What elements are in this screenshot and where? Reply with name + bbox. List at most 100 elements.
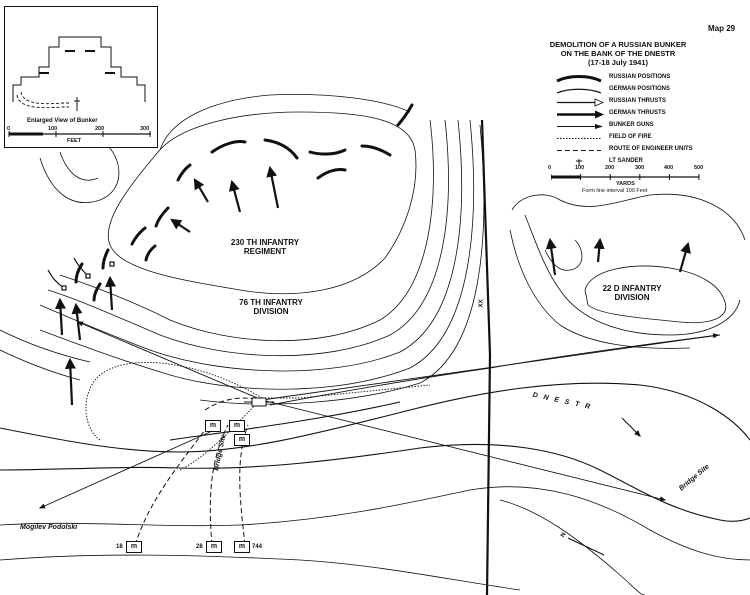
gun-line-sw bbox=[38, 431, 211, 509]
contour-right-3 bbox=[509, 229, 691, 349]
contour-10 bbox=[159, 93, 411, 151]
de-thrust-3 bbox=[193, 178, 209, 203]
legend-field-of-fire: Field of Fire bbox=[553, 134, 713, 143]
ru-pos-8 bbox=[154, 206, 170, 228]
contour-3 bbox=[39, 119, 463, 372]
engineer-route-1 bbox=[134, 429, 206, 546]
dnestr-river bbox=[0, 382, 750, 522]
title-line-2: ON THE BANK OF THE DNESTR bbox=[560, 49, 676, 58]
de-post-2 bbox=[85, 273, 91, 279]
bunker-unit-box-2: m bbox=[229, 420, 245, 432]
label-division-boundary: XX bbox=[478, 299, 485, 308]
unit-number: 744 bbox=[252, 544, 263, 550]
bunker-gun-lines bbox=[38, 321, 720, 509]
river-south-bank bbox=[0, 443, 750, 522]
contour-right-inner bbox=[584, 265, 727, 324]
south-contour-1 bbox=[0, 486, 750, 561]
inset-caption: Enlarged View of Bunker bbox=[27, 118, 98, 124]
de-thrust-11 bbox=[678, 241, 691, 273]
inset-tick-0: 0 bbox=[7, 126, 11, 132]
scale-tick-400: 400 bbox=[664, 165, 674, 171]
de-thrust-10 bbox=[593, 237, 605, 263]
legend-german-thrusts: German Thrusts bbox=[553, 110, 713, 119]
main-scale-bar: 0 100 200 300 400 500 YARDS Form line in… bbox=[548, 165, 708, 202]
unit-number: 28 bbox=[196, 544, 203, 550]
contour-5 bbox=[199, 124, 485, 405]
legend-lt-sander: Lt Sander bbox=[553, 158, 713, 167]
label-230-regiment: 230 th INFANTRY REGIMENT bbox=[230, 238, 300, 257]
de-thrust-8 bbox=[64, 357, 76, 406]
legend-label: Route of Engineer Units bbox=[609, 146, 693, 152]
scale-unit: YARDS bbox=[616, 181, 635, 187]
legend-german-positions: German Positions bbox=[553, 86, 713, 95]
legend-label: Bunker Guns bbox=[609, 122, 654, 128]
scale-note: Form line interval 100 Feet bbox=[582, 188, 648, 194]
bunker-inset: Enlarged View of Bunker 0 100 200 300 FE… bbox=[4, 6, 158, 148]
inset-tick-300: 300 bbox=[140, 126, 150, 132]
ru-pos-9 bbox=[130, 226, 147, 246]
contour-6 bbox=[0, 329, 91, 363]
de-thrust-6 bbox=[71, 302, 83, 341]
legend-label: German Thrusts bbox=[609, 110, 666, 116]
contour-right-hill bbox=[509, 193, 746, 349]
division-boundary-line bbox=[480, 119, 492, 595]
contour-right-2 bbox=[524, 214, 741, 336]
german-positions bbox=[47, 257, 115, 291]
bunker-symbol bbox=[244, 397, 274, 407]
contour-hill-top bbox=[107, 111, 417, 295]
inset-tick-100: 100 bbox=[48, 126, 58, 132]
scale-tick-300: 300 bbox=[635, 165, 645, 171]
title-line-1: DEMOLITION OF A RUSSIAN BUNKER bbox=[549, 40, 687, 49]
inset-drawing bbox=[8, 36, 151, 137]
contour-8 bbox=[39, 139, 120, 203]
contour-right-1 bbox=[511, 193, 746, 241]
legend-label: Field of Fire bbox=[609, 134, 652, 140]
unit-symbol: m bbox=[206, 541, 222, 553]
gun-line-w bbox=[76, 321, 263, 401]
unit-symbol: m bbox=[126, 541, 142, 553]
legend-swatch-german-thrusts bbox=[557, 110, 604, 119]
legend-swatch-field-of-fire bbox=[557, 138, 601, 139]
ru-pos-6 bbox=[316, 168, 347, 180]
ru-pos-10 bbox=[144, 244, 157, 262]
scale-bar-graphic bbox=[551, 174, 700, 180]
bunker-unit-box-3: m bbox=[234, 434, 250, 446]
bunker-unit-box-1: m bbox=[205, 420, 221, 432]
gun-line-e bbox=[261, 333, 720, 401]
map-title: DEMOLITION OF A RUSSIAN BUNKER ON THE BA… bbox=[548, 40, 688, 67]
ru-pos-13 bbox=[92, 282, 102, 302]
bunker-body bbox=[251, 397, 267, 407]
scale-tick-100: 100 bbox=[575, 165, 585, 171]
de-thrust-5 bbox=[105, 275, 117, 311]
contour-9 bbox=[59, 151, 99, 181]
unit-symbol: m bbox=[234, 541, 250, 553]
contour-7 bbox=[0, 349, 81, 381]
ru-pos-4 bbox=[360, 144, 392, 157]
label-76-division: 76 th INFANTRY DIVISION bbox=[239, 298, 303, 317]
de-post-3 bbox=[109, 261, 115, 267]
contour-lines bbox=[0, 93, 485, 405]
legend-swatch-german-positions bbox=[556, 88, 602, 94]
legend-swatch-lt-sander bbox=[576, 159, 582, 166]
south-contours bbox=[0, 486, 750, 595]
scale-tick-200: 200 bbox=[605, 165, 615, 171]
german-thrusts bbox=[55, 165, 691, 406]
legend-swatch-russian-positions bbox=[556, 75, 602, 83]
ru-pos-7 bbox=[176, 163, 192, 182]
label-22-division: 22 d INFANTRY DIVISION bbox=[602, 284, 662, 303]
river-north-bank bbox=[0, 382, 750, 453]
legend-swatch-bunker-guns bbox=[557, 124, 603, 129]
road-line bbox=[269, 334, 721, 406]
ru-pos-5 bbox=[396, 103, 414, 127]
de-thrust-9 bbox=[545, 237, 557, 276]
gun-line-se bbox=[261, 399, 667, 502]
label-mogilev-podolski: Mogilev Podolski bbox=[20, 524, 78, 531]
scale-tick-0: 0 bbox=[548, 165, 552, 171]
legend-engineer-route: Route of Engineer Units bbox=[553, 146, 713, 155]
russian-positions bbox=[74, 103, 414, 302]
de-post-1 bbox=[61, 285, 67, 291]
ru-pos-11 bbox=[101, 248, 110, 270]
ru-pos-3 bbox=[308, 148, 347, 156]
river-inner-line bbox=[169, 401, 401, 441]
